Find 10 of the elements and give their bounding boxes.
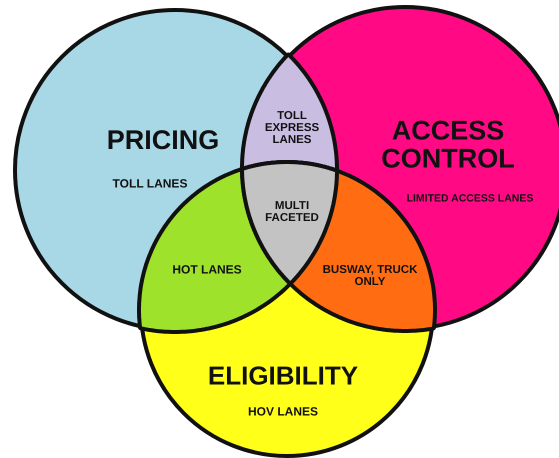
set-label: TOLL LANES — [112, 178, 188, 190]
region-label: TOLL EXPRESS LANES — [264, 110, 320, 146]
set-title: PRICING — [106, 126, 220, 154]
region-label: MULTI FACETED — [264, 200, 320, 224]
region-label: HOT LANES — [171, 264, 243, 276]
set-title: ACCESS CONTROL — [380, 116, 516, 174]
set-label: LIMITED ACCESS LANES — [406, 194, 534, 204]
region-label: BUSWAY, TRUCK ONLY — [322, 264, 418, 288]
set-title: ELIGIBILITY — [206, 362, 360, 390]
set-label: HOV LANES — [246, 406, 319, 418]
